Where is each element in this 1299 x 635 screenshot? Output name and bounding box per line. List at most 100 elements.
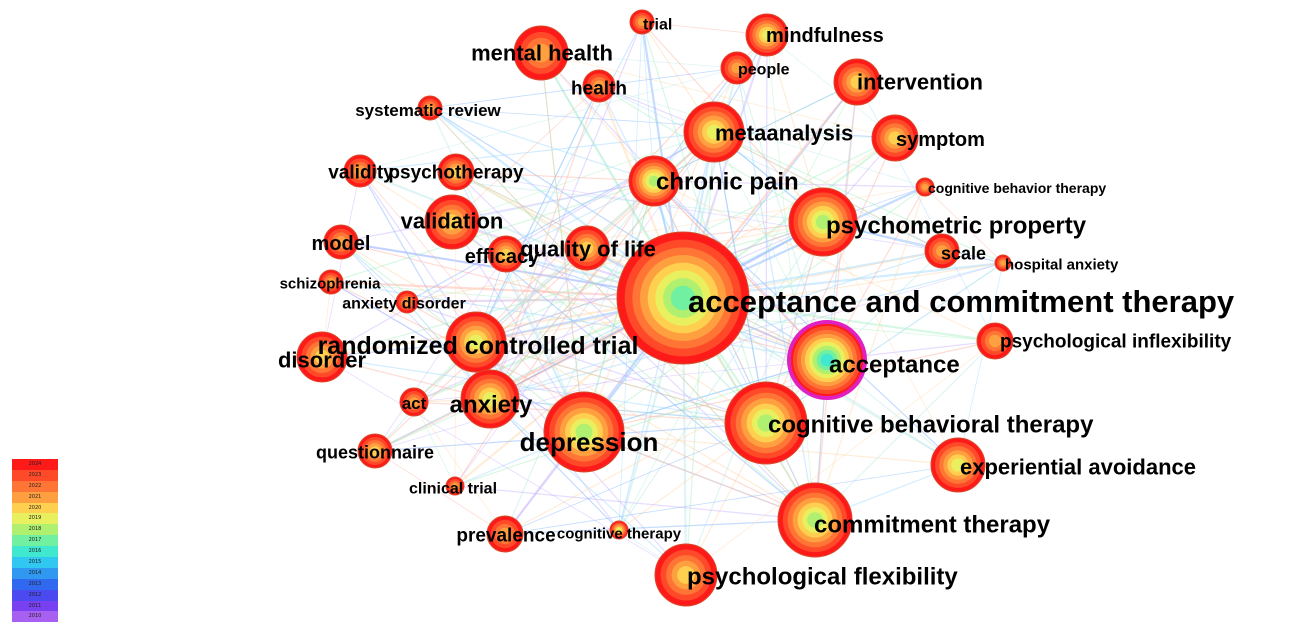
node-cognitive-behavioral-therapy[interactable] [724, 381, 808, 465]
node-outline-metaanalysis [683, 101, 745, 163]
node-scale[interactable] [924, 233, 960, 269]
link-chronic-pain--intervention [653, 81, 858, 182]
node-validity[interactable] [343, 154, 377, 188]
node-outline-depression [543, 391, 625, 473]
node-health[interactable] [582, 69, 616, 103]
node-chronic-pain[interactable] [628, 155, 680, 207]
node-outline-psychological-inflexibility [976, 322, 1014, 360]
node-prevalence[interactable] [486, 515, 524, 553]
link-psychological-flexibility--disorder [321, 356, 687, 576]
node-randomized-controlled-trial[interactable] [445, 311, 507, 373]
node-outline-acceptance-and-commitment-therapy [616, 231, 750, 365]
link-randomized-controlled-trial--validity [359, 170, 477, 343]
node-label-scale: scale [941, 243, 986, 263]
node-clinical-trial[interactable] [445, 476, 465, 496]
node-hospital-anxiety[interactable] [994, 254, 1012, 272]
node-label-validity: validity [328, 163, 394, 184]
keyword-nodes: acceptance and commitment therapyrandomi… [278, 9, 1235, 607]
node-psychological-flexibility[interactable] [654, 543, 718, 607]
node-outline-anxiety [460, 369, 520, 429]
node-label-randomized-controlled-trial: randomized controlled trial [318, 332, 639, 360]
link-randomized-controlled-trial--trial [475, 21, 643, 343]
node-label-cognitive-therapy: cognitive therapy [557, 525, 682, 542]
node-ring-psychological-flexibility-4 [677, 566, 695, 584]
node-symptom[interactable] [871, 114, 919, 162]
node-cognitive-therapy[interactable] [609, 520, 629, 540]
node-systematic-review[interactable] [417, 95, 443, 121]
legend-year-2019: 2019 [12, 513, 58, 525]
node-ring-cognitive-therapy-5 [616, 527, 622, 533]
link-chronic-pain--psychotherapy [455, 171, 655, 182]
node-acceptance-and-commitment-therapy[interactable] [616, 231, 750, 365]
link-acceptance--people [736, 67, 828, 361]
node-mental-health[interactable] [513, 25, 569, 81]
node-psychotherapy[interactable] [437, 153, 475, 191]
node-outline-validation [424, 194, 480, 250]
node-ring-model-3 [335, 236, 347, 248]
node-label-commitment-therapy: commitment therapy [814, 511, 1051, 538]
node-outline-clinical-trial [445, 476, 465, 496]
link-symptom--mindfulness [766, 34, 896, 139]
node-trial[interactable] [629, 9, 655, 35]
node-experiential-avoidance[interactable] [930, 437, 986, 493]
link-acceptance--metaanalysis [713, 131, 828, 361]
legend-year-2013: 2013 [12, 578, 58, 590]
node-depression[interactable] [543, 391, 625, 473]
node-ring-acceptance-8 [820, 353, 834, 367]
node-label-act: act [402, 394, 427, 413]
link-depression--mental-health [540, 52, 585, 433]
node-psychometric-property[interactable] [788, 187, 858, 257]
node-mindfulness[interactable] [745, 13, 789, 57]
node-label-prevalence: prevalence [456, 526, 555, 547]
node-label-schizophrenia: schizophrenia [280, 275, 382, 292]
node-disorder[interactable] [296, 331, 348, 383]
node-ring-cognitive-behavioral-therapy-6 [757, 414, 775, 432]
node-label-efficacy: efficacy [465, 246, 540, 268]
link-randomized-controlled-trial--health [475, 85, 600, 343]
link-acceptance--systematic-review [429, 107, 828, 361]
node-outline-acceptance [787, 320, 867, 400]
node-label-disorder: disorder [278, 348, 366, 373]
node-ring-randomized-controlled-trial-5 [468, 334, 484, 350]
link-chronic-pain--schizophrenia [330, 180, 655, 283]
node-outline-scale [924, 233, 960, 269]
node-act[interactable] [399, 387, 429, 417]
link-psychological-flexibility--psychological-inflexibility [685, 340, 996, 576]
node-outline-validity [343, 154, 377, 188]
legend-year-2010: 2010 [12, 611, 58, 623]
node-label-questionnaire: questionnaire [316, 442, 434, 462]
node-validation[interactable] [424, 194, 480, 250]
node-people[interactable] [720, 51, 754, 85]
node-outline-intervention [833, 58, 881, 106]
link-act--clinical-trial [413, 401, 456, 487]
node-outline-experiential-avoidance [930, 437, 986, 493]
link-commitment-therapy--psychological-inflexibility [814, 340, 996, 521]
node-model[interactable] [323, 224, 359, 260]
node-intervention[interactable] [833, 58, 881, 106]
link-cognitive-behavioral-therapy--hospital-anxiety [765, 262, 1004, 424]
node-metaanalysis[interactable] [683, 101, 745, 163]
node-questionnaire[interactable] [357, 433, 393, 469]
node-label-experiential-avoidance: experiential avoidance [960, 455, 1196, 480]
node-quality-of-life[interactable] [564, 225, 610, 271]
link-chronic-pain--mental-health [540, 52, 655, 182]
node-cognitive-behavior-therapy[interactable] [915, 177, 935, 197]
node-anxiety[interactable] [460, 369, 520, 429]
link-commitment-therapy--model [340, 241, 816, 521]
link-experiential-avoidance--prevalence [504, 464, 959, 535]
node-outline-psychometric-property [788, 187, 858, 257]
node-ring-metaanalysis-5 [706, 124, 722, 140]
node-psychological-inflexibility[interactable] [976, 322, 1014, 360]
node-acceptance[interactable] [787, 320, 867, 400]
node-efficacy[interactable] [487, 235, 525, 273]
node-outline-questionnaire [357, 433, 393, 469]
node-ring-symptom-4 [888, 131, 902, 145]
node-anxiety-disorder[interactable] [395, 290, 419, 314]
link-cognitive-behavioral-therapy--symptom [765, 137, 896, 424]
node-schizophrenia[interactable] [318, 269, 344, 295]
node-commitment-therapy[interactable] [777, 482, 853, 558]
node-outline-model [323, 224, 359, 260]
node-label-mental-health: mental health [471, 41, 613, 66]
node-outline-psychotherapy [437, 153, 475, 191]
